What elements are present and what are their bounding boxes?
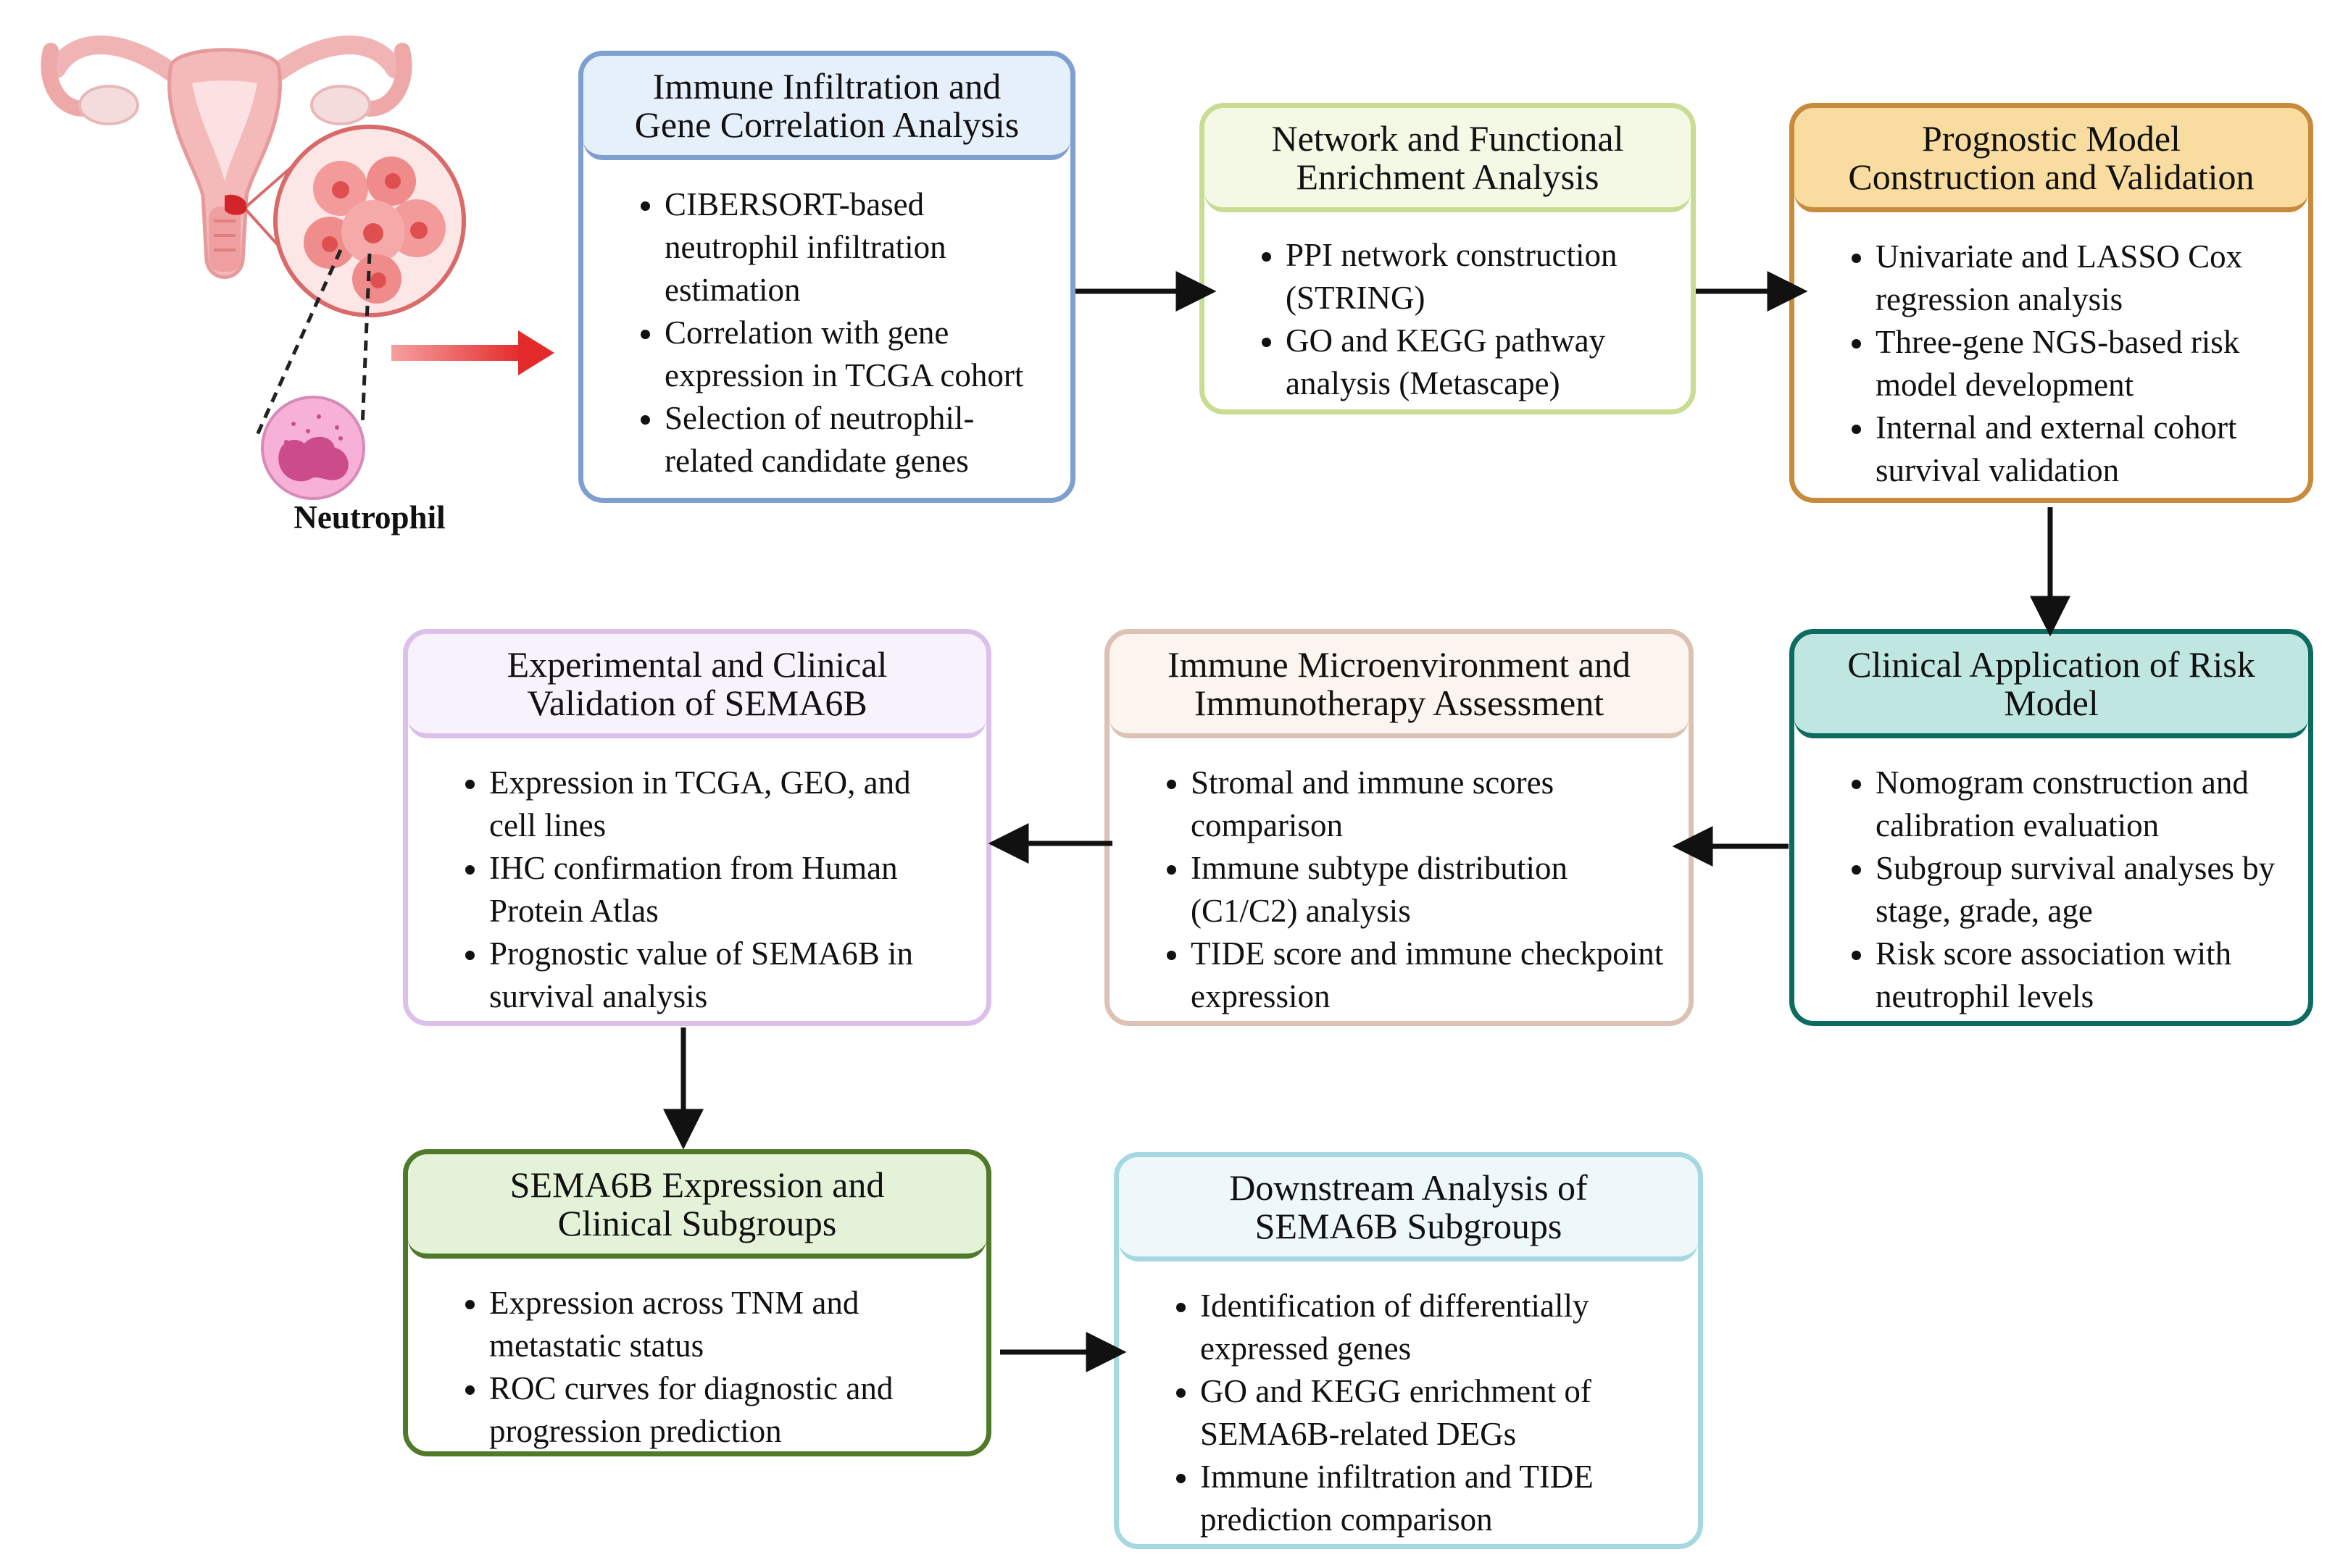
tumor-magnifier-icon xyxy=(245,125,466,317)
list-item: Expression in TCGA, GEO, and cell lines xyxy=(489,762,965,847)
immune-infiltration-list: CIBERSORT-based neutrophil infiltration … xyxy=(583,183,1070,483)
immune-microenvironment-list: Stromal and immune scores comparison Imm… xyxy=(1110,762,1689,1018)
experimental-validation-title: Experimental and Clinical Validation of … xyxy=(408,634,986,738)
immune-infiltration-title: Immune Infiltration and Gene Correlation… xyxy=(583,56,1070,160)
list-item: Identification of differentially express… xyxy=(1200,1285,1676,1370)
downstream-analysis-title: Downstream Analysis of SEMA6B Subgroups xyxy=(1119,1157,1698,1262)
list-item: Selection of neutrophil-related candidat… xyxy=(665,397,1049,483)
list-item: Immune infiltration and TIDE prediction … xyxy=(1200,1456,1676,1541)
experimental-validation-box: Experimental and Clinical Validation of … xyxy=(403,629,991,1026)
immune-microenvironment-box: Immune Microenvironment and Immunotherap… xyxy=(1104,629,1694,1026)
uterus-icon xyxy=(41,36,412,279)
list-item: Expression across TNM and metastatic sta… xyxy=(489,1282,965,1367)
immune-infiltration-box: Immune Infiltration and Gene Correlation… xyxy=(578,51,1075,503)
uterus-neutrophil-illustration xyxy=(41,36,466,500)
list-item: GO and KEGG enrichment of SEMA6B-related… xyxy=(1200,1370,1676,1456)
list-item: IHC confirmation from Human Protein Atla… xyxy=(489,847,965,933)
list-item: CIBERSORT-based neutrophil infiltration … xyxy=(665,183,1049,312)
experimental-validation-list: Expression in TCGA, GEO, and cell lines … xyxy=(408,762,986,1018)
immune-microenvironment-title: Immune Microenvironment and Immunotherap… xyxy=(1110,634,1689,738)
list-item: GO and KEGG pathway analysis (Metascape) xyxy=(1286,320,1669,405)
prognostic-model-list: Univariate and LASSO Cox regression anal… xyxy=(1794,235,2308,492)
list-item: Nomogram construction and calibration ev… xyxy=(1876,762,2286,847)
list-item: Immune subtype distribution (C1/C2) anal… xyxy=(1191,847,1667,933)
downstream-analysis-box: Downstream Analysis of SEMA6B Subgroups … xyxy=(1114,1152,1703,1549)
list-item: Internal and external cohort survival va… xyxy=(1876,406,2286,492)
list-item: ROC curves for diagnostic and progressio… xyxy=(489,1367,965,1453)
clinical-application-title: Clinical Application of Risk Model xyxy=(1794,634,2308,738)
list-item: Three-gene NGS-based risk model developm… xyxy=(1876,321,2286,406)
list-item: Risk score association with neutrophil l… xyxy=(1876,933,2286,1018)
clinical-application-list: Nomogram construction and calibration ev… xyxy=(1794,762,2308,1018)
list-item: PPI network construction (STRING) xyxy=(1286,234,1669,320)
sema6b-expression-list: Expression across TNM and metastatic sta… xyxy=(408,1282,986,1453)
network-enrichment-list: PPI network construction (STRING) GO and… xyxy=(1204,234,1691,405)
prognostic-model-title: Prognostic Model Construction and Valida… xyxy=(1794,108,2308,212)
sema6b-expression-title: SEMA6B Expression and Clinical Subgroups xyxy=(408,1154,986,1259)
neutrophil-label: Neutrophil xyxy=(294,499,446,535)
list-item: Univariate and LASSO Cox regression anal… xyxy=(1876,235,2286,321)
list-item: TIDE score and immune checkpoint express… xyxy=(1191,933,1667,1018)
clinical-application-box: Clinical Application of Risk Model Nomog… xyxy=(1789,629,2313,1026)
network-enrichment-box: Network and Functional Enrichment Analys… xyxy=(1199,103,1696,414)
sema6b-expression-box: SEMA6B Expression and Clinical Subgroups… xyxy=(403,1149,991,1456)
red-arrow-icon xyxy=(391,330,554,375)
network-enrichment-title: Network and Functional Enrichment Analys… xyxy=(1204,108,1691,212)
neutrophil-icon xyxy=(261,396,365,500)
list-item: Correlation with gene expression in TCGA… xyxy=(665,312,1049,397)
downstream-analysis-list: Identification of differentially express… xyxy=(1119,1285,1698,1541)
dashed-zoom-lines xyxy=(255,249,372,436)
list-item: Prognostic value of SEMA6B in survival a… xyxy=(489,933,965,1018)
list-item: Stromal and immune scores comparison xyxy=(1191,762,1667,847)
list-item: Subgroup survival analyses by stage, gra… xyxy=(1876,847,2286,933)
prognostic-model-box: Prognostic Model Construction and Valida… xyxy=(1789,103,2313,503)
